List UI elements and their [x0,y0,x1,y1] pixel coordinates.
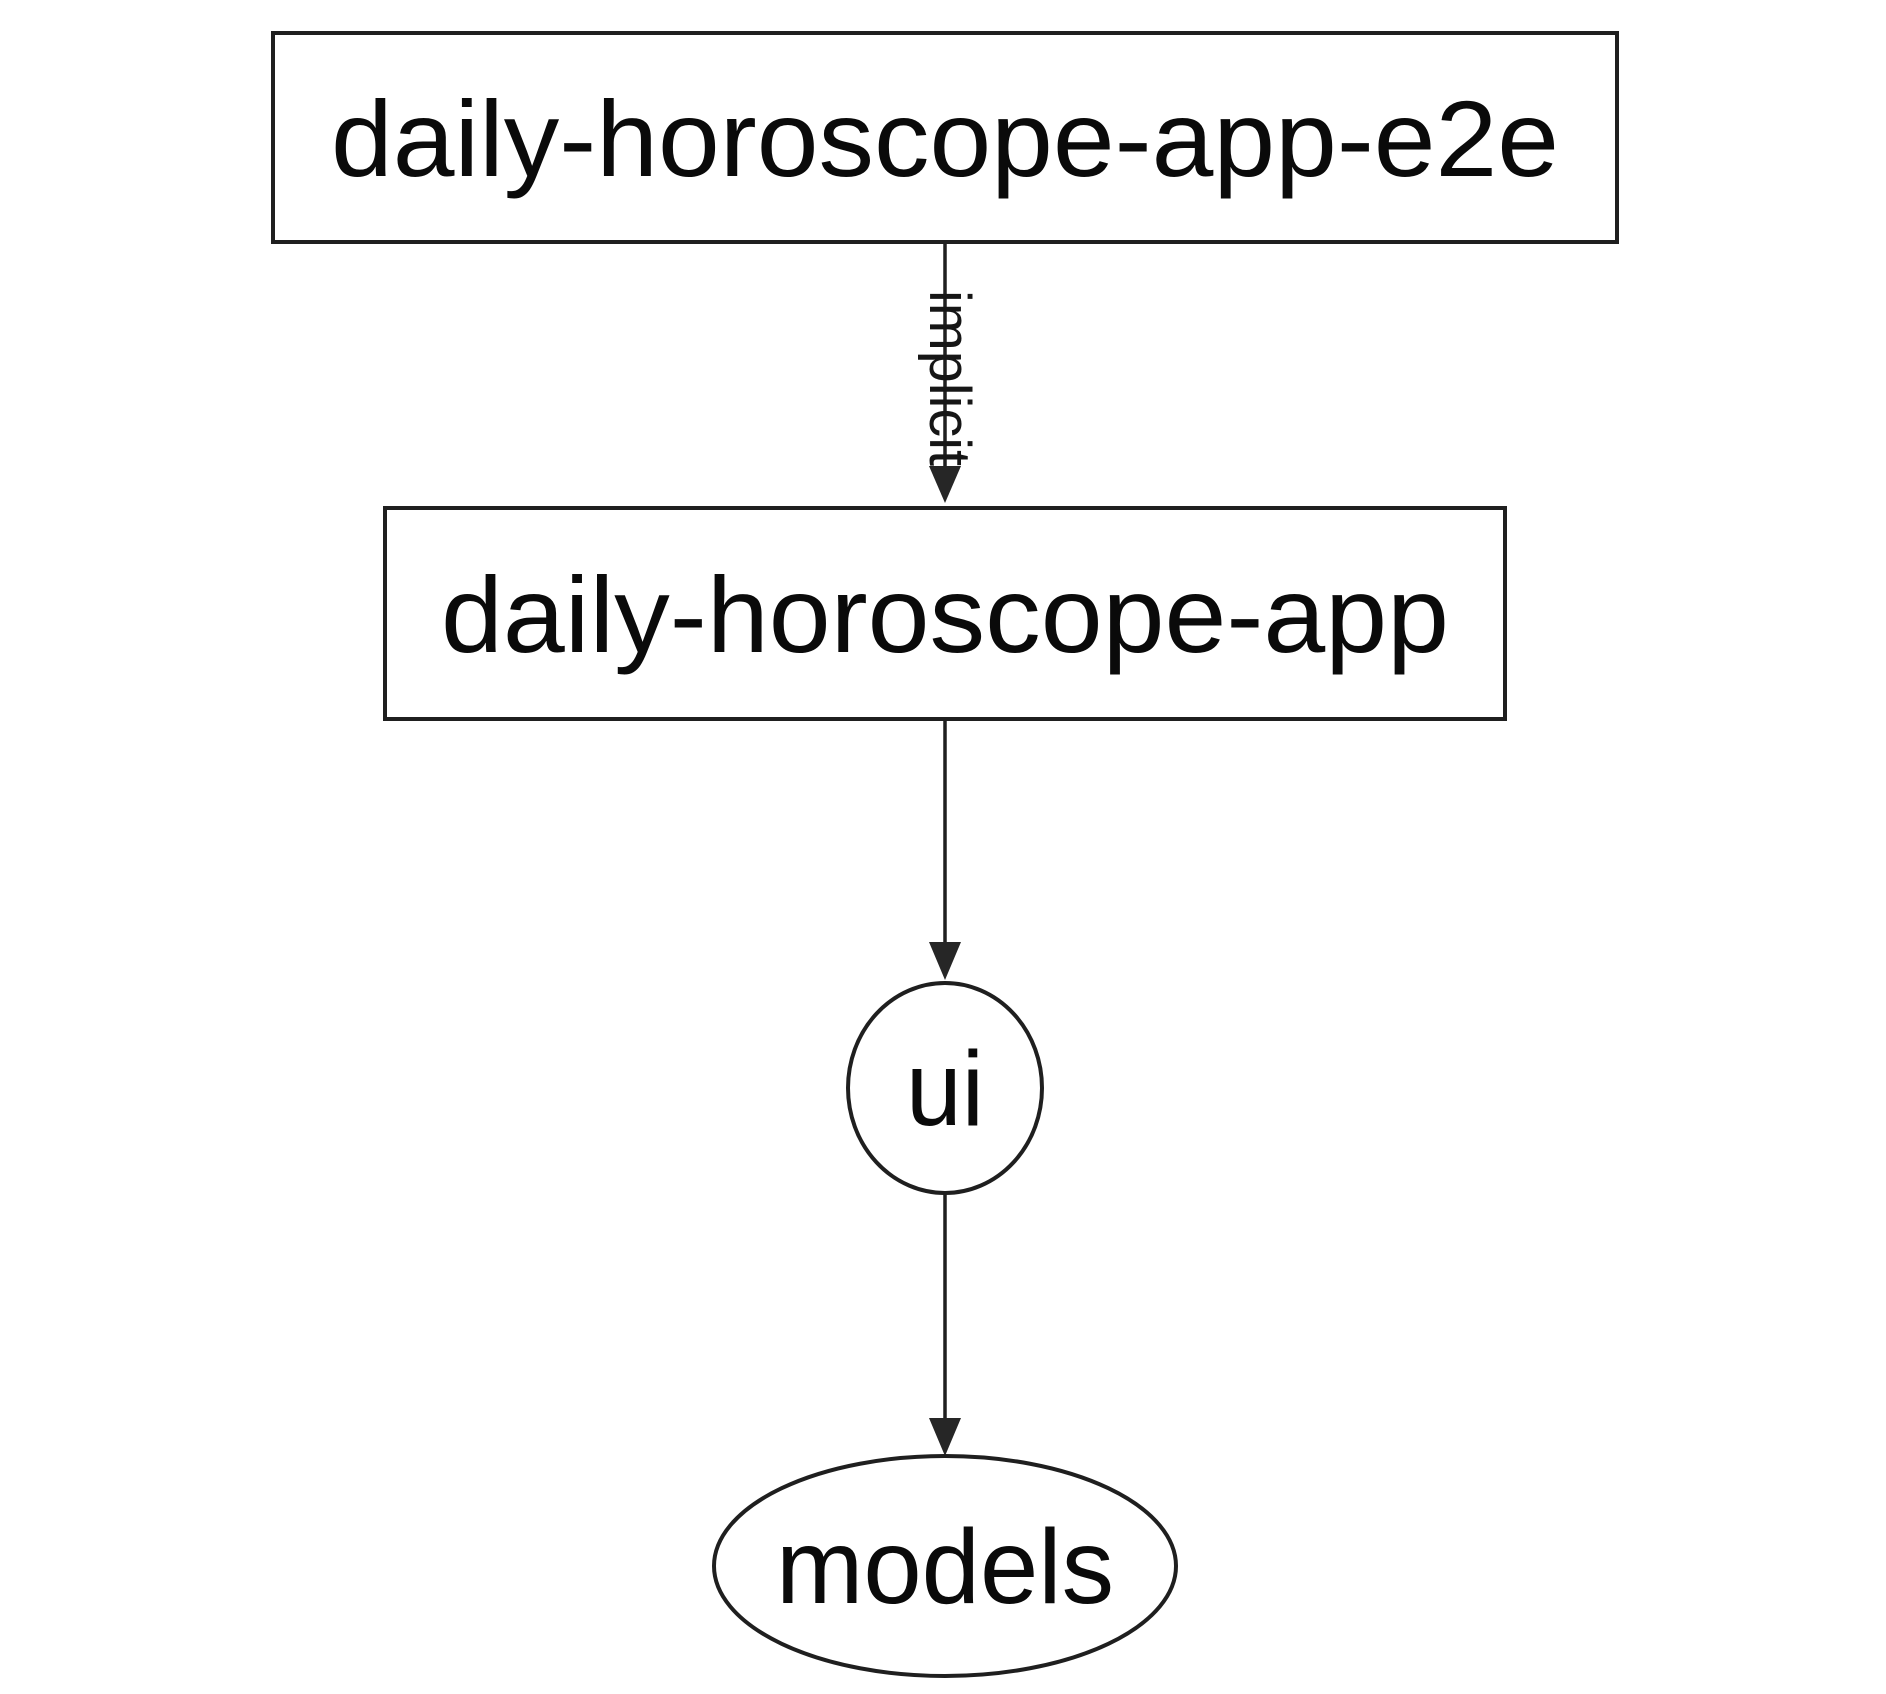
node-models[interactable]: models [712,1454,1178,1678]
node-daily-horoscope-app-e2e[interactable]: daily-horoscope-app-e2e [271,31,1619,244]
node-ui-label[interactable]: ui [906,1030,984,1148]
edge-implicit: implicit [917,243,982,503]
node-daily-horoscope-app-e2e-label[interactable]: daily-horoscope-app-e2e [331,78,1559,199]
node-models-label[interactable]: models [776,1508,1114,1626]
edge-implicit-label: implicit [917,290,982,466]
node-models-ellipse[interactable] [712,1454,1178,1678]
node-daily-horoscope-app-e2e-box[interactable] [271,31,1619,244]
node-daily-horoscope-app-box[interactable] [383,506,1507,721]
edge-app-to-ui-arrowhead-icon [929,942,961,980]
node-ui[interactable]: ui [846,981,1044,1195]
edge-ui-to-models-arrowhead-icon [929,1418,961,1456]
edge-ui-to-models [929,1193,961,1456]
edge-implicit-arrowhead-icon [929,466,961,503]
edge-app-to-ui [929,720,961,980]
node-ui-ellipse[interactable] [846,981,1044,1195]
node-daily-horoscope-app-label[interactable]: daily-horoscope-app [441,554,1449,675]
node-daily-horoscope-app[interactable]: daily-horoscope-app [383,506,1507,721]
